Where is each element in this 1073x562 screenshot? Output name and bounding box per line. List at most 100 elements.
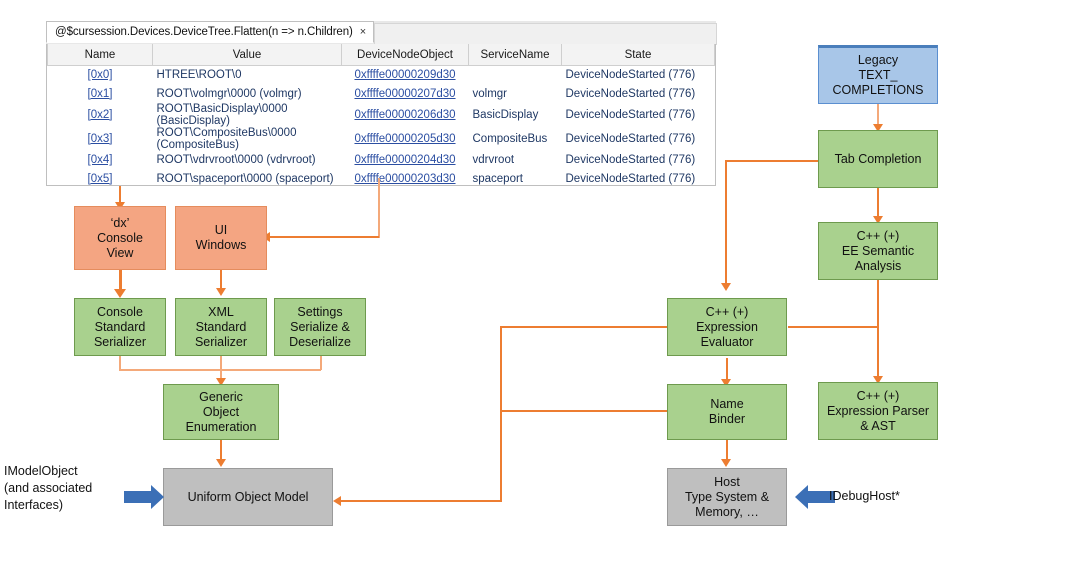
cell-state: DeviceNodeStarted (776) <box>565 109 696 121</box>
cell-devicenodeobject[interactable]: 0xffffe00000209d30 <box>342 66 469 85</box>
node-settings-serialize-deserialize[interactable]: Settings Serialize & Deserialize <box>274 298 366 356</box>
table-row[interactable]: [0x1] ROOT\volmgr\0000 (volmgr) 0xffffe0… <box>48 85 715 104</box>
debugger-window: @$cursession.Devices.DeviceTree.Flatten(… <box>46 21 717 186</box>
node-legacy-text-completions[interactable]: Legacy TEXT_ COMPLETIONS <box>818 45 938 104</box>
column-header-name[interactable]: Name <box>47 44 153 66</box>
devicenode-link[interactable]: 0xffffe00000207d30 <box>354 87 456 100</box>
cell-devicenodeobject[interactable]: 0xffffe00000206d30 <box>342 103 469 127</box>
table-row[interactable]: [0x2] ROOT\BasicDisplay\0000 (BasicDispl… <box>48 103 715 127</box>
node-label: UI Windows <box>195 223 247 252</box>
cell-servicename: spaceport <box>472 172 524 185</box>
cell-value: ROOT\vdrvroot\0000 (vdrvroot) <box>156 154 316 167</box>
cell-state: DeviceNodeStarted (776) <box>565 172 696 185</box>
node-tab-completion[interactable]: Tab Completion <box>818 130 938 188</box>
table-row[interactable]: [0x5] ROOT\spaceport\0000 (spaceport) 0x… <box>48 170 715 189</box>
devicenode-link[interactable]: 0xffffe00000209d30 <box>354 69 456 82</box>
arrowhead-xml-serializer <box>216 288 226 296</box>
column-header-state[interactable]: State <box>561 44 715 66</box>
block-arrow-imodelobject <box>124 485 164 509</box>
cell-servicename <box>469 66 562 85</box>
cell-name[interactable]: [0x0] <box>48 66 153 85</box>
cell-name[interactable]: [0x1] <box>48 85 153 104</box>
connector-legacy-to-tabcompletion <box>877 104 879 128</box>
node-label: Tab Completion <box>834 151 922 166</box>
cell-name[interactable]: [0x3] <box>48 127 153 151</box>
table-row[interactable]: [0x0] HTREE\ROOT\0 0xffffe00000209d30 De… <box>48 66 715 85</box>
arrowhead-generic-object-enumeration <box>216 378 226 386</box>
node-label: C++ (+) EE Semantic Analysis <box>841 228 915 273</box>
close-icon[interactable]: × <box>359 25 367 38</box>
node-label: ‘dx’ Console View <box>97 215 143 260</box>
node-uniform-object-model[interactable]: Uniform Object Model <box>163 468 333 526</box>
connector-settings-down <box>320 356 322 370</box>
connector-tabcompletion-left <box>725 160 818 162</box>
node-ee-semantic-analysis[interactable]: C++ (+) EE Semantic Analysis <box>818 222 938 280</box>
devicenode-link[interactable]: 0xffffe00000206d30 <box>354 109 456 121</box>
row-name-link[interactable]: [0x3] <box>87 133 113 145</box>
connector-grid-right-drop <box>378 178 380 238</box>
connector-dx-to-console-serializer <box>119 270 122 294</box>
node-label: Legacy TEXT_ COMPLETIONS <box>832 53 924 97</box>
node-generic-object-enumeration[interactable]: Generic Object Enumeration <box>163 384 279 440</box>
table-body: [0x0] HTREE\ROOT\0 0xffffe00000209d30 De… <box>48 66 715 189</box>
devicenode-link[interactable]: 0xffffe00000205d30 <box>354 133 456 145</box>
node-expression-parser-ast[interactable]: C++ (+) Expression Parser & AST <box>818 382 938 440</box>
row-name-link[interactable]: [0x1] <box>87 87 113 100</box>
connector-enum-to-uniform-model <box>220 440 222 464</box>
row-name-link[interactable]: [0x5] <box>87 172 113 185</box>
node-label: Name Binder <box>708 397 746 426</box>
connector-xml-serializer-down <box>220 356 222 381</box>
node-label: Console Standard Serializer <box>93 304 147 349</box>
cell-name[interactable]: [0x4] <box>48 151 153 170</box>
connector-trunk-to-uniform-model <box>341 500 501 502</box>
node-label: C++ (+) Expression Evaluator <box>696 304 758 349</box>
node-console-standard-serializer[interactable]: Console Standard Serializer <box>74 298 166 356</box>
row-name-link[interactable]: [0x0] <box>87 69 113 82</box>
row-name-link[interactable]: [0x2] <box>87 109 113 121</box>
devicenode-link[interactable]: 0xffffe00000203d30 <box>354 172 456 185</box>
column-header-devicenodeobject[interactable]: DeviceNodeObject <box>341 44 469 66</box>
cell-servicename: vdrvroot <box>472 154 515 167</box>
node-label: Settings Serialize & Deserialize <box>289 304 351 349</box>
connector-serializer-bus <box>119 369 321 371</box>
cell-devicenodeobject[interactable]: 0xffffe00000204d30 <box>342 151 469 170</box>
node-label: Generic Object Enumeration <box>185 389 257 434</box>
column-header-servicename[interactable]: ServiceName <box>468 44 562 66</box>
node-dx-console-view[interactable]: ‘dx’ Console View <box>74 206 166 270</box>
cell-devicenodeobject[interactable]: 0xffffe00000205d30 <box>342 127 469 151</box>
arrowhead-expression-evaluator-top <box>721 283 731 291</box>
tab-device-tree-query[interactable]: @$cursession.Devices.DeviceTree.Flatten(… <box>46 21 374 43</box>
node-ui-windows[interactable]: UI Windows <box>175 206 267 270</box>
device-tree-grid[interactable]: Name Value DeviceNodeObject ServiceName … <box>46 44 716 186</box>
table-row[interactable]: [0x4] ROOT\vdrvroot\0000 (vdrvroot) 0xff… <box>48 151 715 170</box>
cell-state: DeviceNodeStarted (776) <box>565 133 696 145</box>
node-label: Uniform Object Model <box>187 489 309 504</box>
connector-evaluator-left <box>500 326 667 328</box>
cell-value: HTREE\ROOT\0 <box>156 69 242 82</box>
cell-devicenodeobject[interactable]: 0xffffe00000203d30 <box>342 170 469 189</box>
cell-devicenodeobject[interactable]: 0xffffe00000207d30 <box>342 85 469 104</box>
arrow-shaft <box>807 491 835 503</box>
arrow-head <box>151 485 164 509</box>
table-header: Name Value DeviceNodeObject ServiceName … <box>47 44 715 66</box>
connector-tabcompletion-to-ee-semantic <box>877 188 879 220</box>
connector-left-trunk <box>500 326 502 502</box>
node-label: C++ (+) Expression Parser & AST <box>826 388 930 433</box>
node-label: Host Type System & Memory, … <box>684 474 770 519</box>
node-host-type-system[interactable]: Host Type System & Memory, … <box>667 468 787 526</box>
header-row: Name Value DeviceNodeObject ServiceName … <box>47 44 715 66</box>
node-name-binder[interactable]: Name Binder <box>667 384 787 440</box>
row-name-link[interactable]: [0x4] <box>87 154 113 167</box>
node-expression-evaluator[interactable]: C++ (+) Expression Evaluator <box>667 298 787 356</box>
cell-value: ROOT\BasicDisplay\0000 (BasicDisplay) <box>156 103 288 127</box>
node-xml-standard-serializer[interactable]: XML Standard Serializer <box>175 298 267 356</box>
block-arrow-idebughost <box>795 485 835 509</box>
column-header-value[interactable]: Value <box>152 44 342 66</box>
cell-name[interactable]: [0x2] <box>48 103 153 127</box>
table-row[interactable]: [0x3] ROOT\CompositeBus\0000 (CompositeB… <box>48 127 715 151</box>
arrow-shaft <box>124 491 152 503</box>
devicenode-link[interactable]: 0xffffe00000204d30 <box>354 154 456 167</box>
cell-name[interactable]: [0x5] <box>48 170 153 189</box>
connector-console-serializer-down <box>119 356 121 370</box>
arrowhead-uniform-object-model-top <box>216 459 226 467</box>
